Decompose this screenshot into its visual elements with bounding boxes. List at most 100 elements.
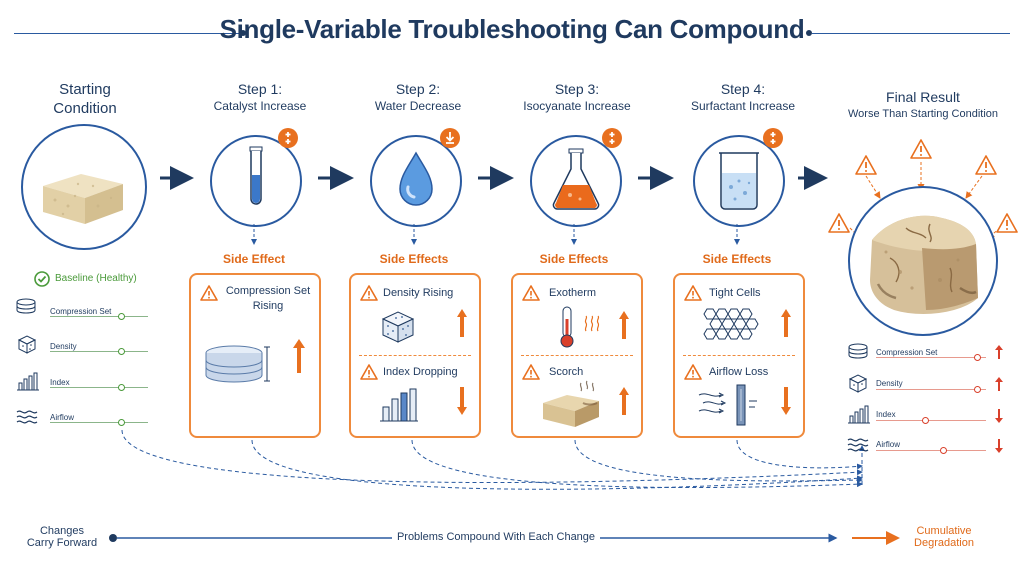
left-metric-marker (118, 419, 125, 426)
step3-circle (530, 135, 622, 227)
bottom-right-text: Cumulative Degradation (902, 525, 986, 549)
step3-effects-box: Exotherm Scorch (511, 273, 643, 438)
compression-set-icon (205, 345, 270, 383)
left-metrics: Compression Set Density Index Airflow (12, 295, 152, 435)
airflow-icon (698, 384, 757, 426)
warning-icon (360, 364, 378, 380)
title-right-dot (806, 30, 812, 36)
page-title: Single-Variable Troubleshooting Can Comp… (219, 14, 805, 44)
beaker-icon (719, 152, 759, 210)
arrow-up-icon (995, 377, 1003, 391)
step3-header: Step 3: Isocyanate Increase (507, 80, 647, 114)
water-drop-icon (399, 151, 433, 206)
arrow-up-icon (995, 345, 1003, 359)
step2-effect-b: Index Dropping (383, 366, 458, 378)
left-metric-compression: Compression Set (50, 307, 112, 316)
final-header: Final Result Worse Than Starting Conditi… (838, 88, 1008, 122)
step2-divider (359, 355, 471, 356)
compression-set-icon (848, 343, 868, 359)
final-circle (848, 186, 998, 336)
start-header: Starting Condition (30, 80, 140, 118)
step4-header: Step 4: Surfactant Increase (668, 80, 818, 114)
step4-effect-b: Airflow Loss (709, 366, 769, 378)
step4-effects-box: Tight Cells Airflow Loss (673, 273, 805, 438)
warning-icon (996, 213, 1018, 233)
right-metric-density: Density (876, 379, 903, 388)
title-right-rule (812, 33, 1010, 34)
step1-effect-a-line2: Rising (252, 300, 284, 312)
start-line1: Starting (59, 81, 111, 98)
bottom-start-dot (109, 534, 117, 542)
density-cube-icon (848, 374, 868, 393)
left-metric-marker (118, 384, 125, 391)
step4-divider (683, 355, 795, 356)
right-metric-line (876, 389, 986, 390)
final-line1: Final Result (886, 89, 960, 105)
step4-side-label: Side Effects (702, 252, 772, 266)
step4-effect-a: Tight Cells (709, 287, 761, 299)
left-metric-line (50, 387, 148, 388)
step1-effects-box: Compression Set Rising (189, 273, 321, 438)
right-metric-line (876, 357, 986, 358)
right-metric-line (876, 420, 986, 421)
bottom-right-line1: Cumulative (916, 525, 972, 537)
step1-header: Step 1: Catalyst Increase (190, 80, 330, 114)
warning-icon (522, 285, 540, 301)
right-metric-marker (974, 354, 981, 361)
warning-icon (828, 213, 850, 233)
title-left-rule (14, 33, 240, 34)
test-tube-icon (249, 146, 263, 205)
step3-name: Isocyanate Increase (523, 99, 631, 113)
density-cube-icon (381, 311, 415, 343)
warning-icon (360, 285, 378, 301)
step2-name: Water Decrease (374, 99, 462, 113)
step3-side-label: Side Effects (539, 252, 609, 266)
step1-side-label: Side Effect (222, 252, 285, 266)
step1-name: Catalyst Increase (213, 99, 307, 113)
step2-circle (370, 135, 462, 227)
baseline-label: Baseline (Healthy) (55, 273, 137, 284)
step1-num: Step 1: (237, 81, 283, 97)
step2-effect-a: Density Rising (383, 287, 454, 299)
thermometer-icon (560, 306, 574, 348)
left-metric-index: Index (50, 378, 70, 387)
bottom-left-line1: Changes (39, 525, 85, 537)
left-metric-marker (118, 348, 125, 355)
warning-icon (200, 285, 218, 301)
heat-waves-icon (584, 315, 600, 332)
start-line2: Condition (53, 100, 117, 117)
density-cube-icon (17, 335, 37, 354)
bottom-left-text: Changes Carry Forward (20, 525, 104, 549)
title-left-dot (240, 30, 246, 36)
plus-badge-icon (277, 127, 299, 149)
arrow-up-icon (619, 387, 629, 415)
start-circle (21, 124, 147, 250)
left-metric-line (50, 316, 148, 317)
right-metric-marker (974, 386, 981, 393)
arrow-up-icon (619, 311, 629, 339)
arrow-down-icon (781, 387, 791, 415)
foam-block-icon (43, 174, 123, 224)
down-badge-icon (439, 127, 461, 149)
step2-effects-box: Density Rising Index Dropping (349, 273, 481, 438)
step3-effect-b: Scorch (549, 366, 584, 378)
right-metrics: Compression Set Density Index Airflow (844, 342, 1020, 462)
warning-icon (975, 155, 997, 175)
honeycomb-icon (703, 308, 759, 340)
plus-badge-icon (601, 127, 623, 149)
left-metric-line (50, 422, 148, 423)
right-metric-marker (940, 447, 947, 454)
step3-num: Step 3: (554, 81, 600, 97)
check-circle-icon (34, 271, 50, 287)
warning-icon (684, 364, 702, 380)
arrow-down-icon (995, 409, 1003, 423)
airflow-icon (16, 410, 38, 424)
step4-circle (693, 135, 785, 227)
arrow-down-icon (995, 439, 1003, 453)
right-metric-airflow: Airflow (876, 440, 901, 449)
step3-effect-a: Exotherm (549, 287, 597, 299)
index-bars-icon (380, 388, 418, 422)
airflow-icon (847, 438, 869, 452)
step2-header: Step 2: Water Decrease (348, 80, 488, 114)
